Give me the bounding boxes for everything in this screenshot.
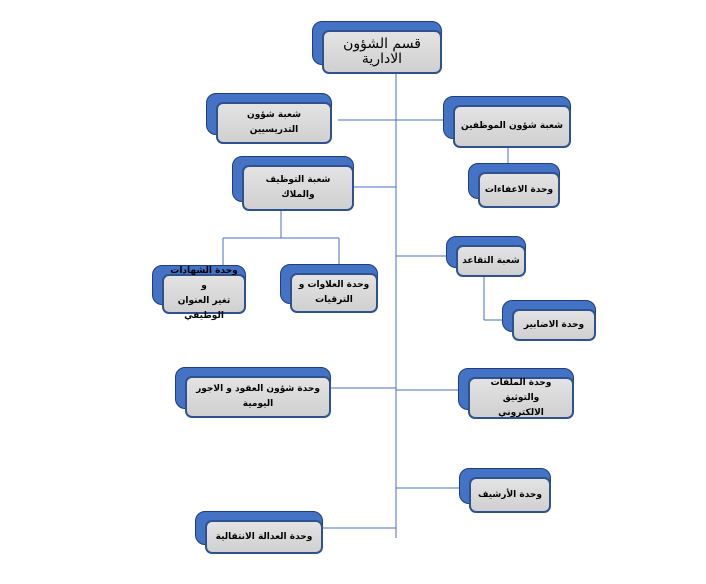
node-label: وحدة الملفات والتوثيق الالكتروني <box>490 377 552 418</box>
node-label: وحدة العلاوات و الترقيات <box>298 280 370 305</box>
node-label: وحدة الاعفاءات <box>484 184 554 195</box>
node-retirement: شعبة التقاعد <box>446 236 526 277</box>
node-label: وحدة شؤون العقود و الاجور اليومية <box>196 384 320 409</box>
node-label: وحدة الاضابير <box>523 319 585 330</box>
node-face: شعبة التوظيف والملاك <box>242 165 354 211</box>
node-files-documentation-unit: وحدة الملفات والتوثيق الالكتروني <box>458 368 574 419</box>
node-face: وحدة العدالة الانتقالية <box>205 520 323 554</box>
node-appointment-staffing: شعبة التوظيف والملاك <box>232 156 354 211</box>
node-label: وحدة العدالة الانتقالية <box>215 531 313 542</box>
node-label: شعبة شؤون التدريسيين <box>247 110 301 135</box>
node-transitional-justice-unit: وحدة العدالة الانتقالية <box>195 511 323 554</box>
node-face: وحدة العلاوات و الترقيات <box>290 273 378 313</box>
node-contracts-unit: وحدة شؤون العقود و الاجور اليومية <box>175 367 331 418</box>
node-label: شعبة التوظيف والملاك <box>265 175 331 200</box>
node-label: شعبة التقاعد <box>462 255 520 266</box>
node-bonuses-unit: وحدة العلاوات و الترقيات <box>280 264 378 313</box>
node-face: وحدة الشهادات و تغير العنوان الوظيفي <box>162 266 246 321</box>
node-label: وحدة الشهادات و تغير العنوان الوظيفي <box>170 266 238 321</box>
node-face: وحدة الملفات والتوثيق الالكتروني <box>468 377 574 419</box>
node-face: قسم الشؤون الادارية <box>322 30 442 74</box>
node-face: وحدة الأرشيف <box>469 477 551 513</box>
node-label: شعبة شؤون الموظفين <box>461 121 563 131</box>
node-face: شعبة شؤون التدريسيين <box>216 102 332 144</box>
node-employee-affairs: شعبة شؤون الموظفين <box>443 96 571 148</box>
node-teaching-affairs: شعبة شؤون التدريسيين <box>206 93 332 144</box>
node-certificates-unit: وحدة الشهادات و تغير العنوان الوظيفي <box>152 265 246 321</box>
node-face: شعبة التقاعد <box>456 245 526 277</box>
node-face: وحدة شؤون العقود و الاجور اليومية <box>185 376 331 418</box>
node-face: وحدة الاضابير <box>512 309 596 341</box>
node-face: وحدة الاعفاءات <box>478 172 560 208</box>
node-archive-unit: وحدة الأرشيف <box>459 468 551 513</box>
node-dossiers-unit: وحدة الاضابير <box>502 300 596 341</box>
node-label: قسم الشؤون الادارية <box>343 36 421 67</box>
node-exemptions-unit: وحدة الاعفاءات <box>468 163 560 208</box>
node-label: وحدة الأرشيف <box>478 489 542 500</box>
node-face: شعبة شؤون الموظفين <box>453 105 571 148</box>
root-node-administrative-affairs: قسم الشؤون الادارية <box>312 21 442 74</box>
